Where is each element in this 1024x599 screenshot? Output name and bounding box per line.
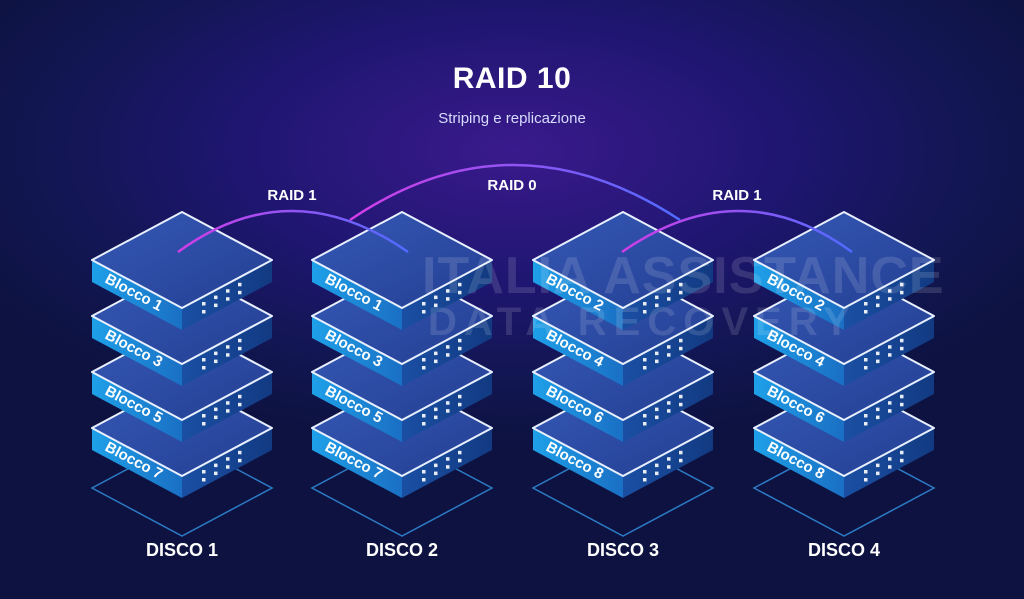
raid1-left-label: RAID 1	[267, 187, 317, 204]
raid1-right-arc	[621, 209, 853, 254]
disk-base-plate	[752, 439, 936, 537]
disk-base-plate	[531, 439, 715, 537]
disk-label-4: DISCO 4	[807, 540, 881, 560]
page-subtitle: Striping e replicazione	[438, 110, 586, 127]
disk-base-plate	[90, 439, 274, 537]
disk-label-2: DISCO 2	[365, 540, 439, 560]
disk-label-1: DISCO 1	[145, 540, 219, 560]
raid0-label: RAID 0	[487, 177, 537, 194]
raid1-left-arc	[177, 209, 409, 254]
page-title: RAID 10	[452, 62, 572, 95]
disk-base-plate	[310, 439, 494, 537]
raid1-right-label: RAID 1	[712, 187, 762, 204]
raid0-arc	[349, 163, 681, 222]
block: Blocco 2	[753, 211, 935, 330]
disk-label-3: DISCO 3	[586, 540, 660, 560]
block: Blocco 2	[532, 211, 714, 330]
